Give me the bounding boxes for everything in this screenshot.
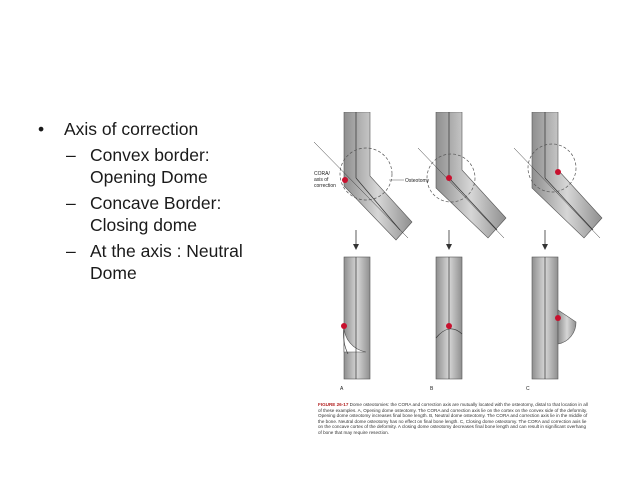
sub-bullet-dash: – [66, 145, 76, 165]
panel-c-deformed-bone [513, 112, 603, 239]
sub-bullet-neutral: – At the axis : Neutral Dome [38, 240, 288, 284]
cora-marker-a [342, 177, 348, 183]
sub-bullet-line1: Concave Border: [90, 193, 222, 213]
panel-a-corrected-bone [341, 256, 371, 380]
bullet-axis-of-correction: • Axis of correction [38, 118, 288, 140]
panel-b-deformed-bone [417, 112, 507, 239]
label-cora: CORA/ [314, 171, 330, 177]
sub-bullet-dash: – [66, 193, 76, 213]
cora-marker-c-corrected [555, 315, 561, 321]
panel-c-label: C [526, 386, 530, 392]
sub-bullet-line2: Dome [90, 263, 137, 283]
sub-bullet-line1: At the axis : Neutral [90, 241, 243, 261]
caption-text: Dome osteotomies: the CORA and correctio… [318, 402, 588, 435]
label-axis-of: axis of [314, 177, 329, 183]
sub-bullet-line2: Closing dome [90, 215, 197, 235]
label-osteotomy: Osteotomy [405, 178, 430, 184]
cora-marker-c [555, 169, 561, 175]
panel-b-corrected-bone [435, 256, 463, 380]
panel-b-label: B [430, 386, 434, 392]
sub-bullet-line1: Convex border: [90, 145, 210, 165]
panel-a-label: A [340, 386, 344, 392]
arrow-a [353, 230, 359, 250]
dome-osteotomy-figure: CORA/ axis of correction Osteotomy [313, 112, 603, 392]
caption-title: FIGURE 26-17 [318, 402, 349, 407]
panel-a-deformed-bone [313, 112, 413, 241]
bullet-dot: • [38, 119, 45, 139]
bullet-list: • Axis of correction – Convex border: Op… [38, 118, 288, 288]
arrow-b [446, 230, 452, 250]
sub-bullet-convex: – Convex border: Opening Dome [38, 144, 288, 188]
label-correction: correction [314, 183, 336, 189]
panel-c-corrected-bone [531, 256, 577, 380]
sub-bullet-line2: Opening Dome [90, 167, 208, 187]
sub-bullet-dash: – [66, 241, 76, 261]
cora-marker-b-corrected [446, 323, 452, 329]
arrow-c [542, 230, 548, 250]
cora-marker-b [446, 175, 452, 181]
cora-marker-a-corrected [341, 323, 347, 329]
sub-bullet-concave: – Concave Border: Closing dome [38, 192, 288, 236]
figure-caption: FIGURE 26-17 Dome osteotomies: the CORA … [318, 402, 590, 436]
bullet-text: Axis of correction [64, 119, 199, 139]
